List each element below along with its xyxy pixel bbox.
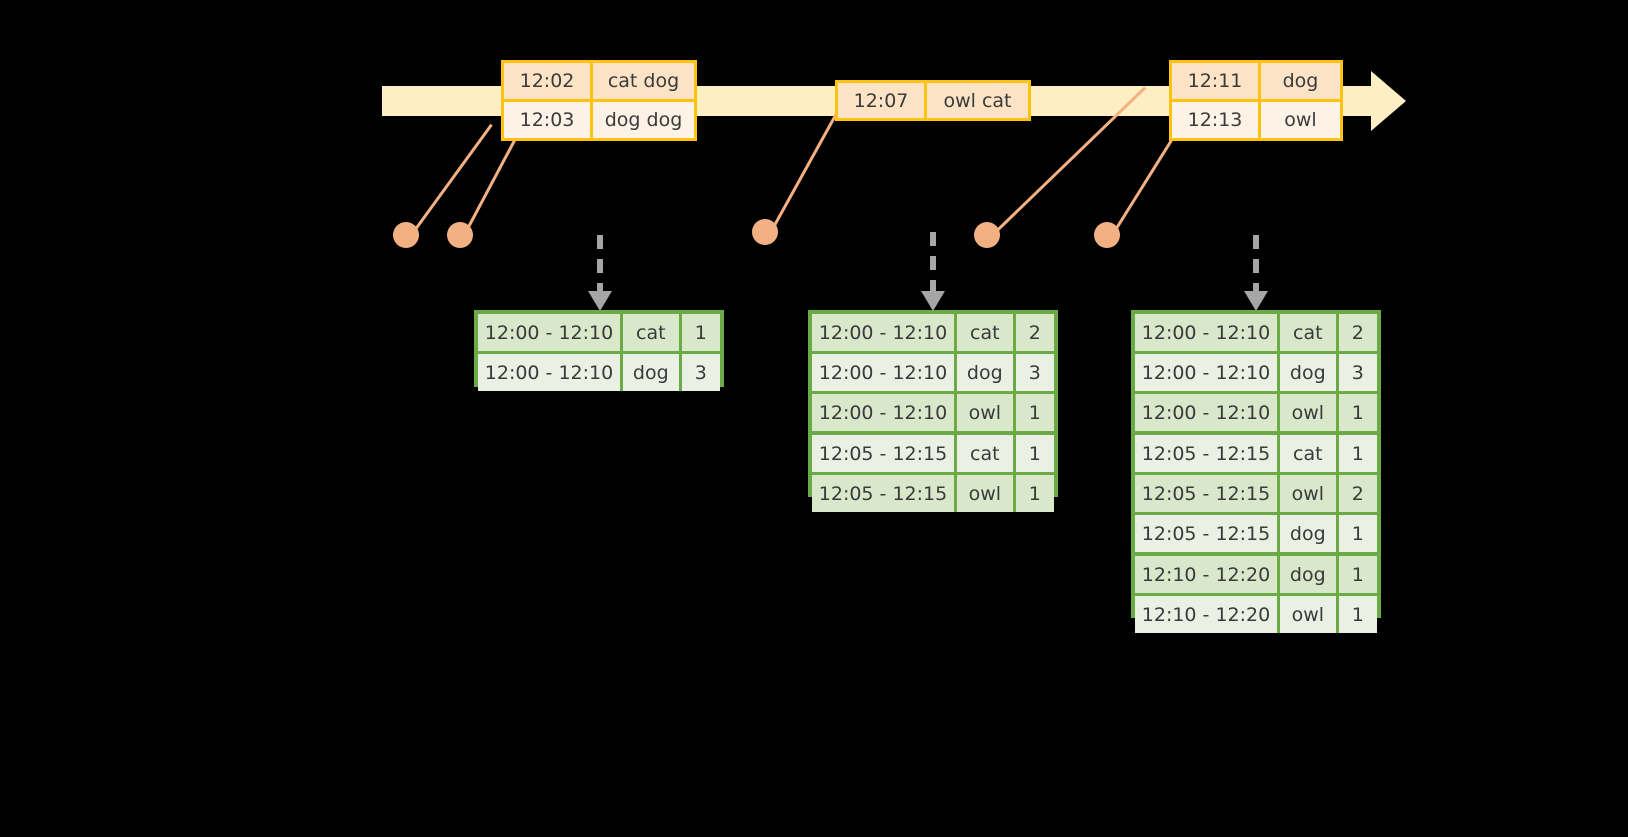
cell-key: dog [957,354,1016,391]
cell-window: 12:05 - 12:15 [1135,475,1280,512]
cell-count: 1 [1351,563,1364,586]
timeline-bar-segment-3 [1030,86,1170,116]
event-marker-2[interactable] [447,222,473,248]
event-value: cat dog [607,70,680,92]
flow-arrow-1 [588,235,612,311]
event-value: owl [1284,109,1317,131]
cell-key: cat [623,314,682,351]
cell-count: 2 [1351,482,1364,505]
cell-key: dog [1280,556,1339,593]
event-value: owl cat [943,89,1012,112]
event-marker-3[interactable] [752,219,778,245]
flow-arrow-2 [921,232,945,311]
event-marker-1[interactable] [393,222,419,248]
event-row: 12:11 dog [1172,63,1340,99]
cell-key: cat [957,314,1016,351]
leader-line-1 [409,123,493,237]
event-marker-5[interactable] [1094,222,1120,248]
cell-key: owl [957,394,1016,431]
event-time: 12:07 [838,83,927,118]
event-row: 12:07 owl cat [838,83,1028,118]
cell-window: 12:10 - 12:20 [1135,596,1280,633]
cell-count: 3 [1351,361,1364,384]
cell-window: 12:00 - 12:10 [1135,394,1280,431]
cell-window: 12:05 - 12:15 [1135,515,1280,552]
event-box-1[interactable]: 12:02 cat dog 12:03 dog dog [501,60,697,141]
timeline-bar-segment-1 [382,86,504,116]
event-time: 12:11 [1172,63,1261,99]
event-time: 12:13 [1172,102,1261,138]
event-row: 12:03 dog dog [504,99,694,138]
cell-window: 12:00 - 12:10 [478,314,623,351]
cell-window: 12:00 - 12:10 [478,354,623,391]
timeline-arrowhead [1371,71,1406,131]
cell-key: owl [1280,394,1339,431]
cell-count: 1 [694,321,707,344]
flow-arrow-3 [1244,235,1268,311]
cell-key: owl [957,475,1016,512]
event-box-3[interactable]: 12:11 dog 12:13 owl [1169,60,1343,141]
cell-window: 12:00 - 12:10 [1135,314,1280,351]
timeline-bar-segment-4 [1341,86,1374,116]
event-time: 12:03 [504,102,593,138]
cell-window: 12:00 - 12:10 [812,314,957,351]
cell-window: 12:10 - 12:20 [1135,556,1280,593]
event-marker-4[interactable] [974,222,1000,248]
event-value: dog [1282,70,1319,92]
cell-window: 12:05 - 12:15 [1135,435,1280,472]
cell-count: 3 [1028,361,1041,384]
cell-key: dog [1280,515,1339,552]
cell-count: 1 [1351,401,1364,424]
cell-window: 12:00 - 12:10 [812,394,957,431]
event-row: 12:02 cat dog [504,63,694,99]
cell-count: 1 [1028,482,1041,505]
cell-count: 3 [694,361,707,384]
cell-window: 12:00 - 12:10 [812,354,957,391]
cell-count: 2 [1028,321,1041,344]
timeline-bar-segment-2 [696,86,836,116]
cell-count: 1 [1028,442,1041,465]
cell-key: owl [1280,475,1339,512]
cell-count: 2 [1351,321,1364,344]
cell-window: 12:05 - 12:15 [812,435,957,472]
cell-key: dog [1280,354,1339,391]
cell-key: cat [1280,314,1339,351]
cell-count: 1 [1351,603,1364,626]
cell-key: cat [1280,435,1339,472]
cell-count: 1 [1351,522,1364,545]
cell-window: 12:05 - 12:15 [812,475,957,512]
cell-key: cat [957,435,1016,472]
event-row: 12:13 owl [1172,99,1340,138]
cell-count: 1 [1028,401,1041,424]
cell-key: dog [623,354,682,391]
event-box-2[interactable]: 12:07 owl cat [835,80,1031,121]
cell-count: 1 [1351,442,1364,465]
cell-key: owl [1280,596,1339,633]
leader-line-3 [768,105,843,235]
cell-window: 12:00 - 12:10 [1135,354,1280,391]
event-time: 12:02 [504,63,593,99]
event-value: dog dog [604,109,683,131]
